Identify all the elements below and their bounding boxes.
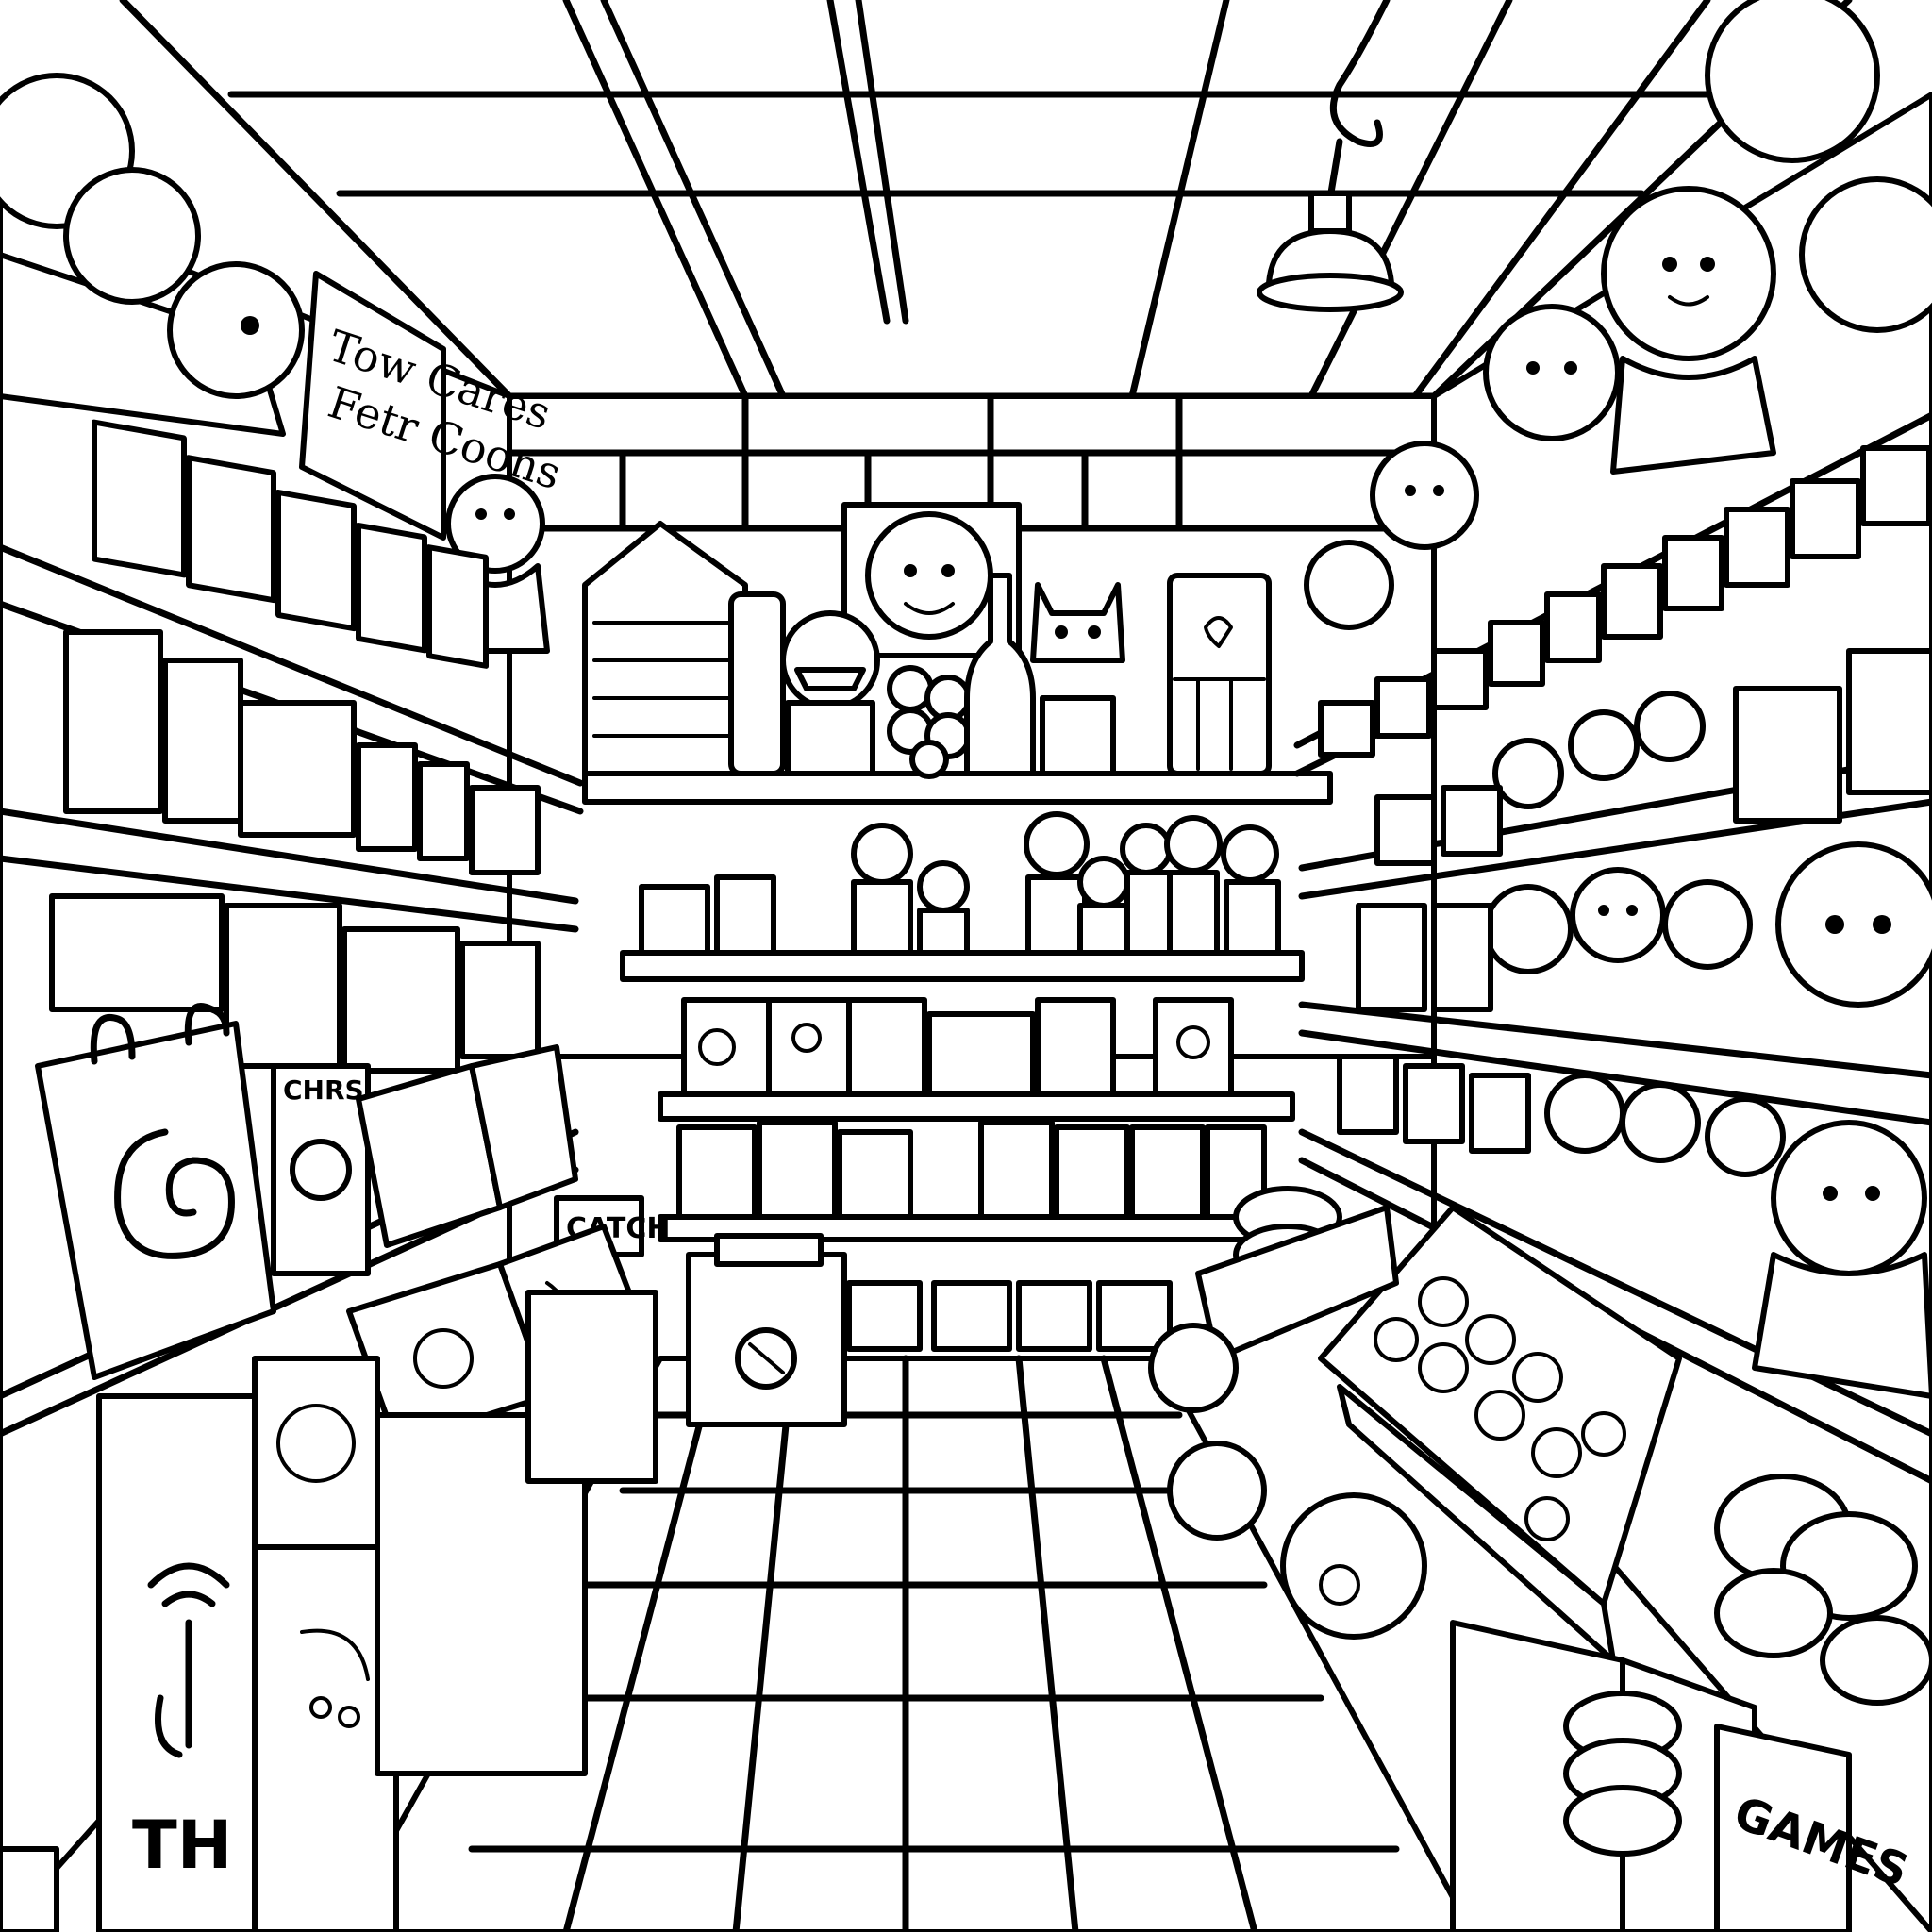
card-set-box: CHRS bbox=[271, 1063, 371, 1276]
catch-crate: CATCH bbox=[554, 1195, 847, 1427]
bottle-toy bbox=[964, 573, 1036, 776]
spiral-shopping-bag bbox=[35, 1003, 276, 1380]
right-bottom-boxes: GAMES bbox=[1450, 1474, 1932, 1932]
left-box-rows bbox=[49, 419, 541, 1074]
back-top-shelf bbox=[582, 502, 1333, 805]
heart-box bbox=[1167, 573, 1272, 776]
cat-figure bbox=[1030, 582, 1125, 663]
card-set-label: CHRS bbox=[283, 1074, 364, 1106]
back-middle-shelf bbox=[620, 811, 1305, 982]
right-mid-plush bbox=[1356, 691, 1932, 1012]
monster-figure bbox=[780, 610, 880, 710]
store-sign: Tow Cares Fetr Coons bbox=[299, 271, 567, 541]
counter-toys bbox=[1148, 1186, 1427, 1640]
left-bottom-boxes: TH bbox=[0, 1290, 658, 1932]
left-top-plush bbox=[0, 73, 550, 654]
right-lower-plush bbox=[1337, 1054, 1932, 1399]
right-top-plush bbox=[1304, 0, 1932, 630]
back-game-shelf bbox=[658, 997, 1295, 1352]
right-box-rows bbox=[1318, 445, 1932, 824]
candy-bin bbox=[1318, 1205, 1682, 1663]
hanging-lamp bbox=[1257, 0, 1404, 312]
toys-box-label: TH bbox=[132, 1807, 232, 1884]
